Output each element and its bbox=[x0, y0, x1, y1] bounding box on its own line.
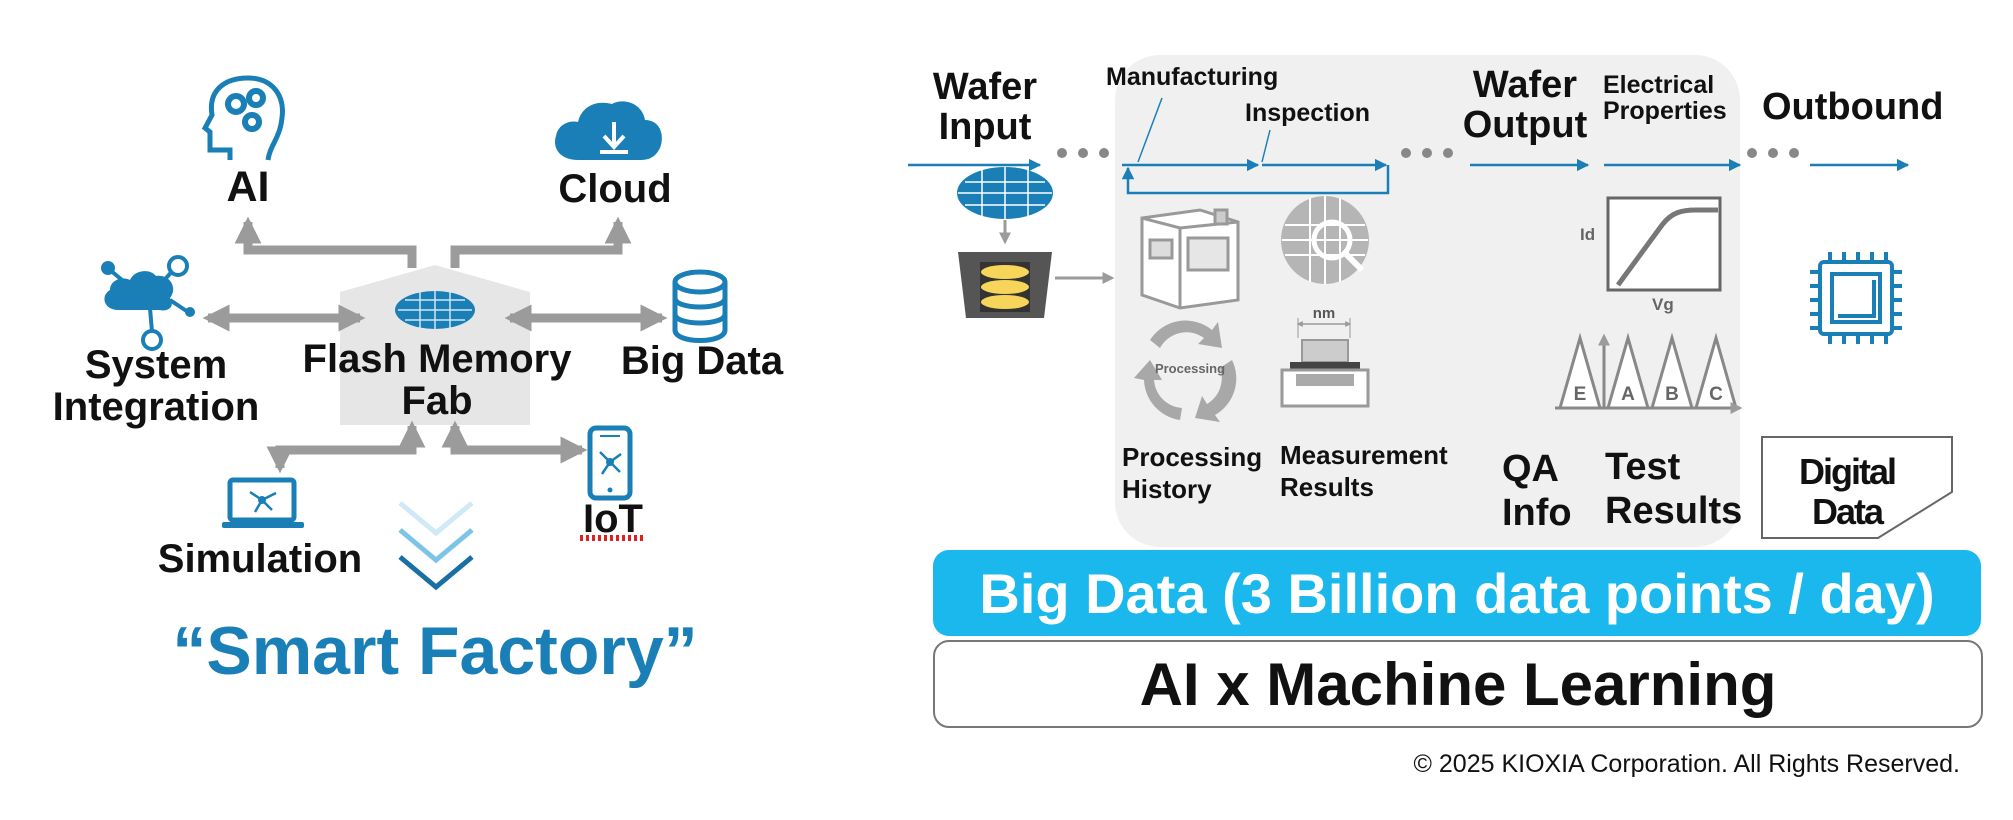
big-data-banner: Big Data (3 Billion data points / day) bbox=[933, 550, 1981, 636]
distribution-letter-e: E bbox=[1574, 384, 1587, 405]
measurement-profile-icon bbox=[1280, 318, 1370, 408]
network-cloud-icon bbox=[101, 255, 195, 351]
flow-ellipsis-dots bbox=[1057, 148, 1799, 158]
processing-icon-text: Processing bbox=[1155, 361, 1225, 376]
distribution-letter-a: A bbox=[1621, 384, 1635, 405]
outbound-label: Outbound bbox=[1762, 86, 1944, 128]
ai-label: AI bbox=[226, 163, 270, 211]
simulation-connector bbox=[266, 420, 426, 474]
cloud-label: Cloud bbox=[558, 167, 672, 211]
ai-connector bbox=[234, 216, 417, 268]
copyright-notice: © 2025 KIOXIA Corporation. All Rights Re… bbox=[1413, 750, 1960, 778]
simulation-label: Simulation bbox=[157, 537, 363, 581]
iot-connector bbox=[441, 420, 588, 464]
id-vg-curve-icon bbox=[1606, 196, 1722, 292]
wafer-icon bbox=[957, 167, 1053, 219]
distribution-letter-c: C bbox=[1709, 384, 1723, 405]
cloud-download-icon bbox=[554, 101, 662, 160]
distribution-letter-b: B bbox=[1665, 384, 1679, 405]
processing-cycle-icon bbox=[1134, 320, 1237, 422]
head-gears-icon bbox=[201, 75, 285, 161]
inspection-label: Inspection bbox=[1245, 99, 1371, 127]
bin-distribution-icon bbox=[1555, 332, 1743, 414]
process-tool-icon bbox=[1140, 208, 1240, 310]
laptop-network-icon bbox=[222, 477, 304, 528]
manufacturing-label: Manufacturing bbox=[1106, 63, 1279, 91]
chevron-down-icon bbox=[398, 501, 474, 591]
wafer-inspection-icon bbox=[1281, 196, 1369, 284]
big-data-label: Big Data bbox=[620, 339, 784, 383]
cloud-connector bbox=[450, 216, 632, 268]
fab-wafer-icon bbox=[395, 291, 475, 329]
digital-data-shape bbox=[1761, 436, 1953, 539]
wafer-carrier-icon bbox=[958, 252, 1052, 318]
y-axis-label: Id bbox=[1580, 225, 1595, 244]
iot-label: IoT bbox=[583, 497, 643, 541]
smartphone-network-icon bbox=[587, 425, 633, 501]
fab-house-shape bbox=[340, 265, 530, 425]
database-icon bbox=[672, 269, 728, 343]
hub-connectors bbox=[202, 216, 668, 474]
chip-icon bbox=[1810, 252, 1902, 344]
process-panel bbox=[1115, 55, 1740, 547]
x-axis-label: Vg bbox=[1652, 295, 1674, 314]
measurement-unit-label: nm bbox=[1313, 305, 1336, 322]
iot-spellcheck-underline bbox=[580, 535, 646, 541]
ai-machine-learning-banner: AI x Machine Learning bbox=[933, 640, 1983, 728]
smart-factory-title: “Smart Factory” bbox=[172, 613, 698, 689]
flow-arrows bbox=[908, 97, 1910, 195]
